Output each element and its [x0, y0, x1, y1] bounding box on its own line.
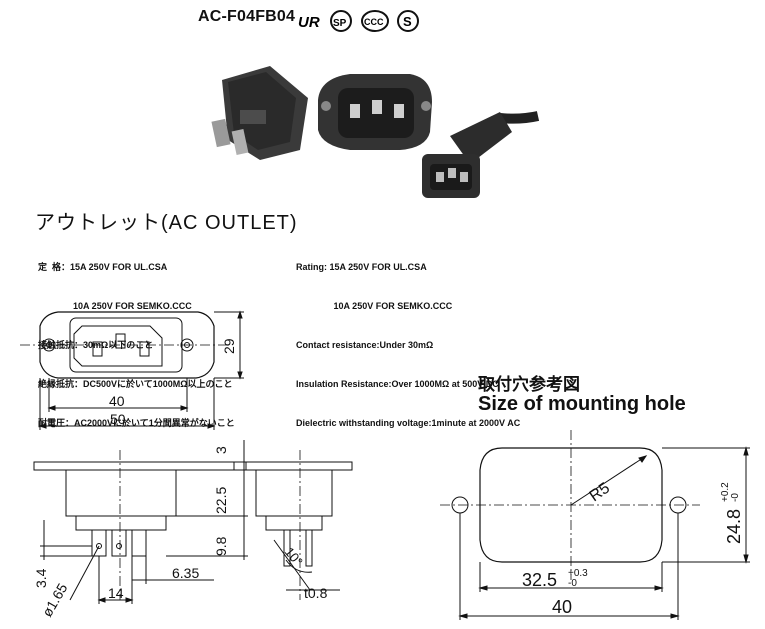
- section-title: アウトレット(AC OUTLET): [35, 212, 298, 234]
- dim-hole-height-tol-plus: +0.2: [720, 482, 731, 502]
- dim-profile-thickness: t0.8: [304, 585, 328, 601]
- profile-view-drawing: 10° t0.8: [245, 450, 353, 601]
- outlet-front-photo: [318, 74, 432, 150]
- mounting-hole-drawing: R5 32.5 +0.3 -0 40 24.8 +0.2 -0: [440, 430, 750, 620]
- product-photos: [211, 66, 540, 198]
- spec-line: 絶縁抵抗：DC500Vに於いて1000MΩ以上のこと: [38, 379, 233, 389]
- spec-list-en: Rating: 15A 250V FOR UL.CSA 10A 250V FOR…: [296, 235, 520, 443]
- spec-line: 10A 250V FOR SEMKO.CCC: [296, 301, 453, 311]
- ccc-mark: CCC: [361, 10, 389, 32]
- spec-line: Rating: 15A 250V FOR UL.CSA: [296, 262, 427, 272]
- dim-side-terminal: 9.8: [213, 536, 229, 556]
- model-number: AC-F04FB04: [198, 8, 296, 25]
- svg-text:CCC: CCC: [364, 17, 384, 27]
- csa-mark: SP: [330, 10, 352, 32]
- certification-marks: UR SP CCC S: [298, 10, 419, 32]
- dim-side-flange: 3: [213, 446, 229, 454]
- spec-line: Contact resistance:Under 30mΩ: [296, 340, 434, 350]
- dim-side-body: 22.5: [213, 487, 229, 514]
- dim-front-height: 29: [221, 338, 237, 354]
- dim-front-w-total: 50: [110, 411, 126, 427]
- front-view-drawing: 40 50 29: [20, 310, 244, 430]
- outlet-rear-photo: [211, 66, 308, 160]
- spec-line: 定 格：15A 250V FOR UL.CSA: [38, 262, 168, 272]
- dim-hole-height: 24.8: [724, 509, 744, 544]
- svg-text:UR: UR: [298, 14, 320, 31]
- side-view-drawing: 3 22.5 9.8 3.4 ø1.65 14 6.35: [33, 440, 248, 620]
- dim-profile-angle: 10°: [282, 544, 306, 569]
- mounting-title-en: Size of mounting hole: [478, 393, 686, 415]
- ul-recognized-mark: UR: [298, 14, 320, 31]
- dim-front-w-holes: 40: [109, 393, 125, 409]
- dim-hole-pitch: 40: [552, 597, 572, 617]
- plug-photo: [422, 111, 540, 198]
- dim-side-tab: 6.35: [172, 565, 199, 581]
- dim-side-pin-offset: 3.4: [33, 568, 49, 588]
- semko-mark: S: [397, 10, 419, 32]
- svg-text:SP: SP: [333, 18, 347, 29]
- spec-line: Insulation Resistance:Over 1000MΩ at 500…: [296, 379, 499, 389]
- mounting-title-jp: 取付穴参考図: [478, 375, 580, 394]
- spec-line: Dielectric withstanding voltage:1minute …: [296, 418, 521, 428]
- dim-side-pitch: 14: [108, 585, 124, 601]
- dim-hole-width: 32.5: [522, 570, 557, 590]
- dim-hole-width-tol-plus: +0.3: [568, 568, 588, 579]
- spec-line: 耐電圧：AC2000Vに於いて1分間異常がないこと: [38, 418, 235, 428]
- dim-hole-width-tol-minus: -0: [568, 578, 577, 589]
- spec-line: 10A 250V FOR SEMKO.CCC: [38, 301, 192, 311]
- svg-text:S: S: [403, 14, 412, 29]
- dim-hole-radius: R5: [587, 480, 614, 506]
- dim-hole-height-tol-minus: -0: [730, 493, 741, 502]
